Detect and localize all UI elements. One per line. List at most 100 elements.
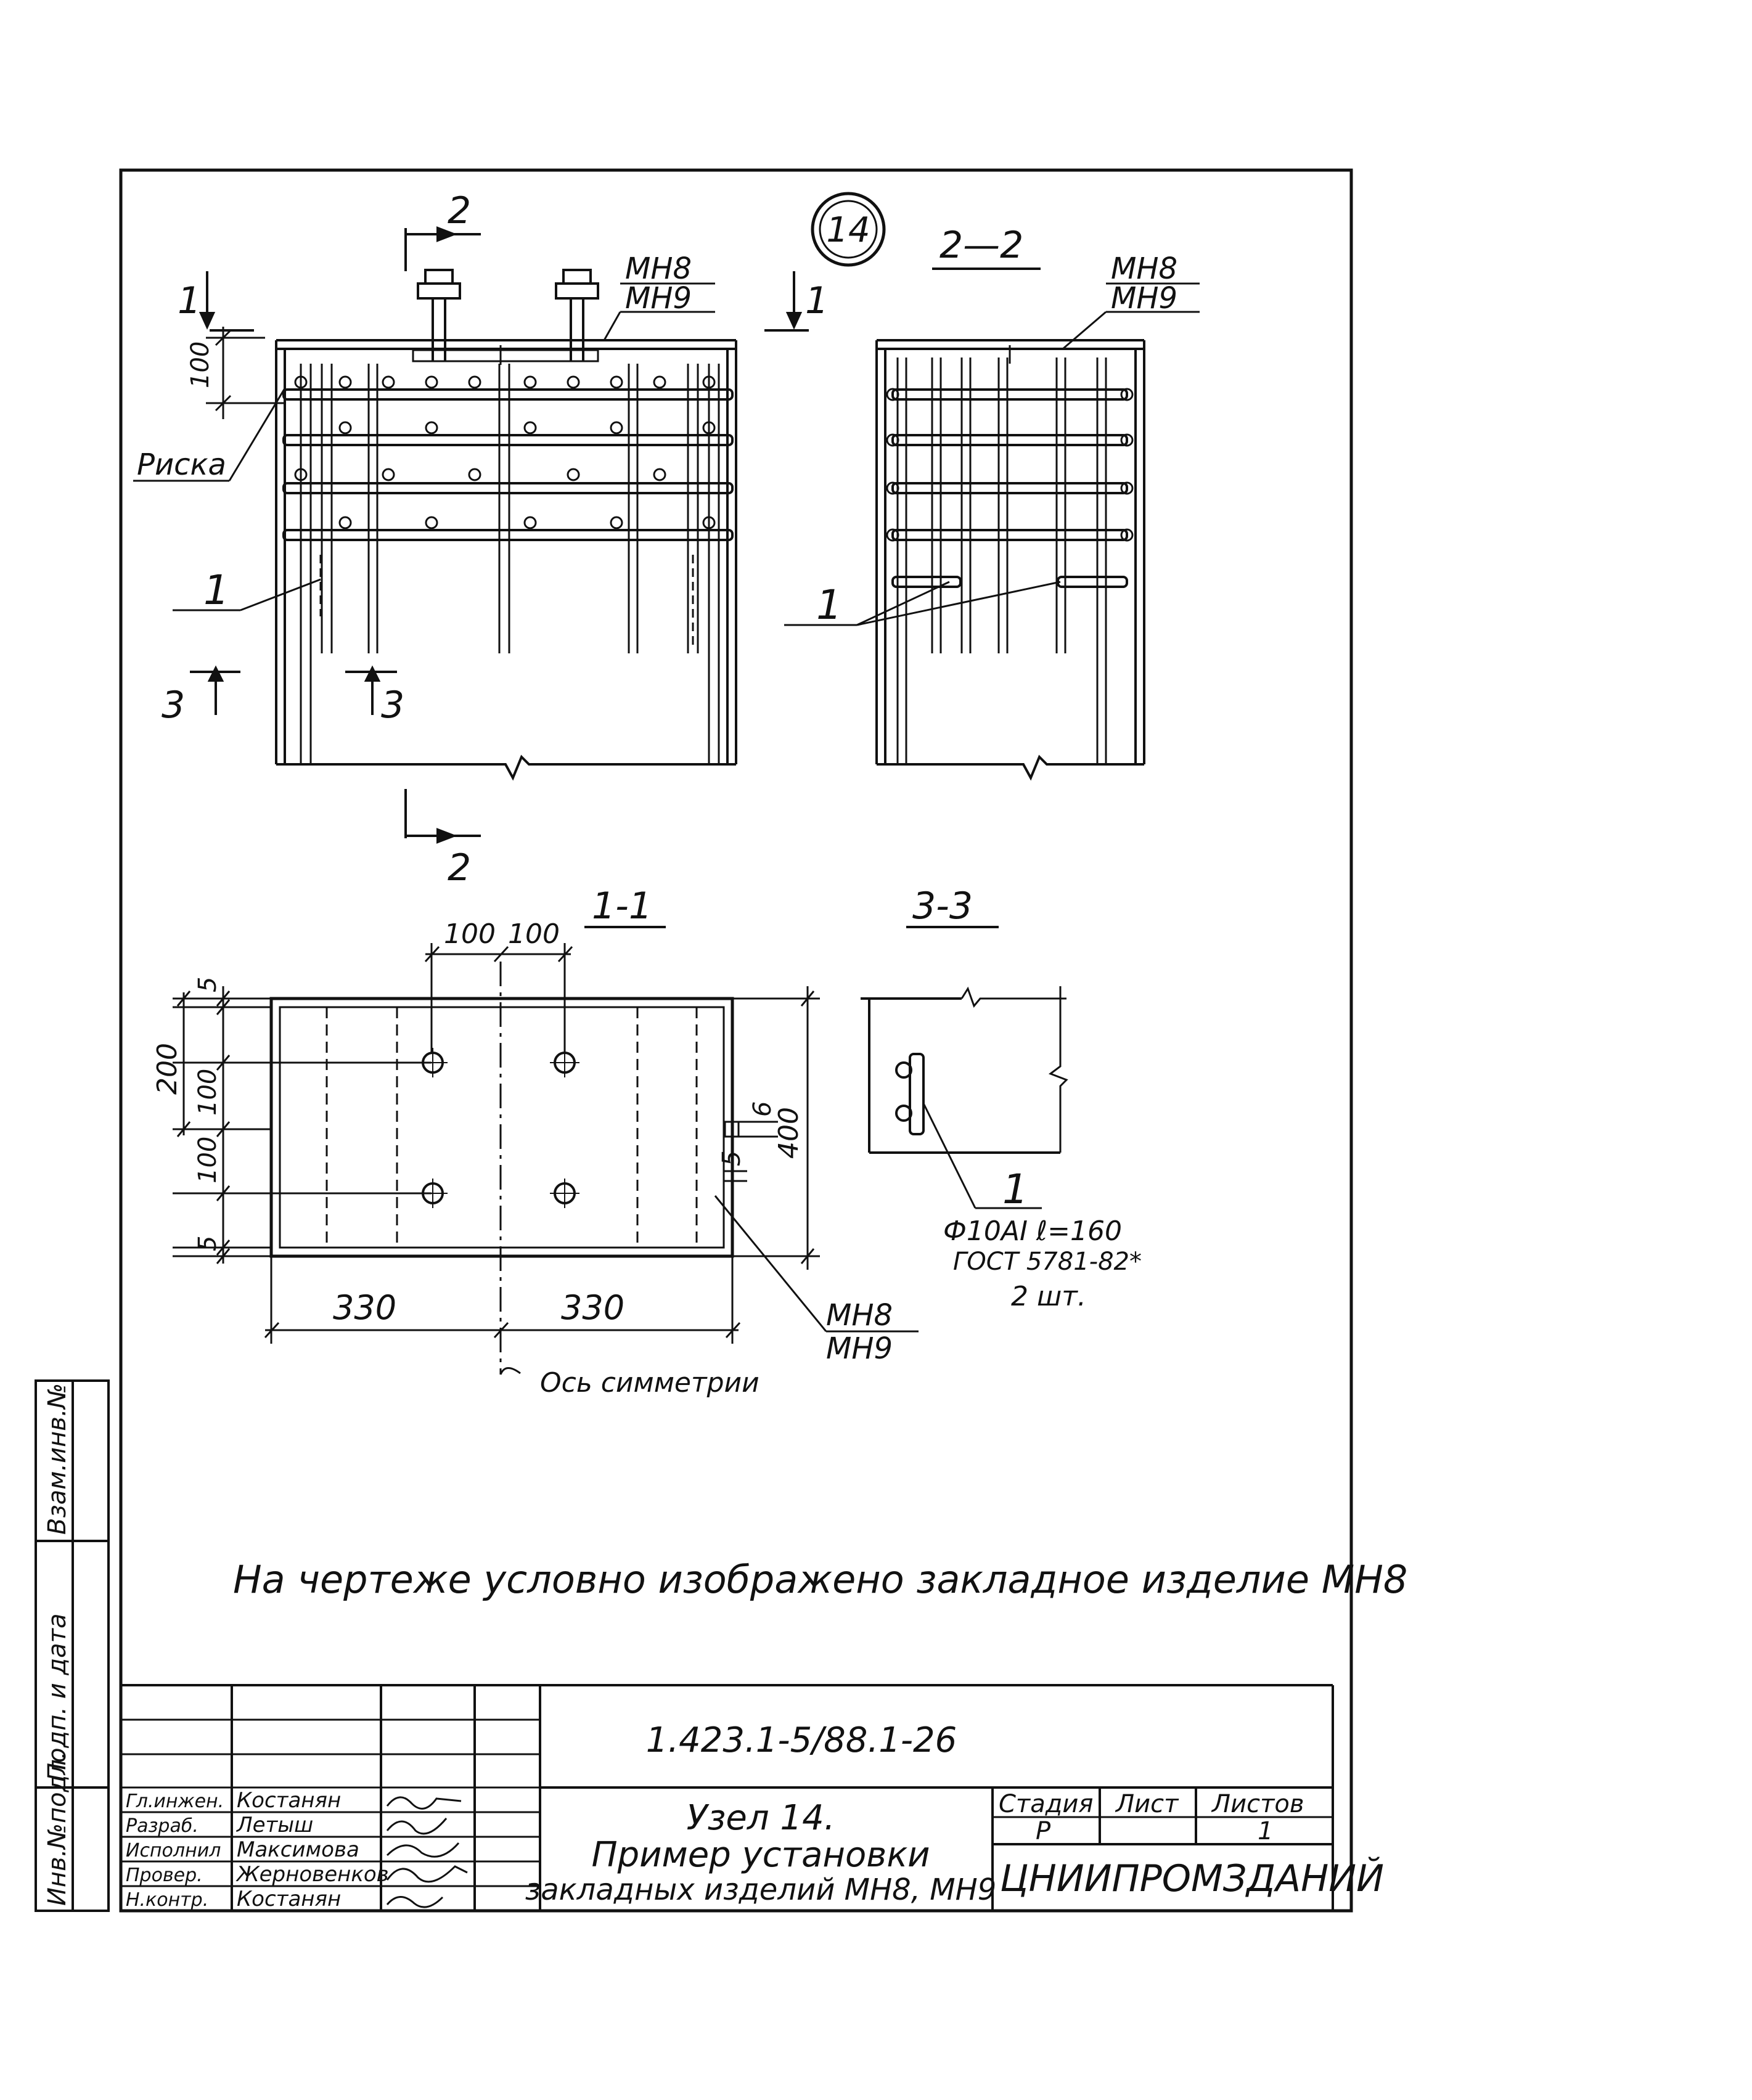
dim-right-stack (724, 986, 820, 1270)
section-3-3-view: 3-3 1 Ф10AI ℓ=160 ГОСТ 5781-82* 2 шт. (861, 885, 1142, 1312)
section-cut-1-marks (199, 271, 809, 332)
rebar-section-dot (653, 468, 666, 481)
mh9-label-section-2-2: МН9 (1111, 281, 1177, 316)
section-cut-1-right: 1 (805, 279, 829, 322)
plate-plan-outline (269, 997, 734, 1258)
section-1-1-title: 1-1 (592, 885, 652, 928)
anchor-bolts-front (417, 269, 599, 361)
rebar-section-dot (468, 468, 481, 481)
title-line3: закладных изделий МН8, МН9 (525, 1873, 997, 1907)
section-cut-2-top: 2 (448, 189, 471, 232)
vertical-rebars-front (300, 364, 720, 764)
rebar-section-dot (425, 375, 438, 389)
rebar-section-dot (702, 516, 716, 529)
rebar-section-dot (1120, 528, 1134, 542)
doc-code: 1.423.1-5/88.1-26 (646, 1720, 957, 1760)
section-2-2-outline (875, 339, 1145, 781)
leader-mh-plan (714, 1195, 919, 1333)
leader-item-1-section-2-2 (784, 581, 1061, 626)
rebar-section-dot (523, 516, 537, 529)
section-3-3-title: 3-3 (912, 885, 973, 928)
section-2-2-title: 2—2 (939, 224, 1023, 267)
organization: ЦНИИПРОМЗДАНИЙ (1000, 1857, 1384, 1900)
section-2-2-view: 2—2 (784, 224, 1200, 781)
dim-5-left-top: 5 (194, 977, 222, 992)
section-cut-1-left: 1 (178, 279, 201, 322)
dim-5-left-bottom: 5 (194, 1236, 222, 1251)
rebar-note-line1: Ф10AI ℓ=160 (943, 1215, 1122, 1247)
bolt-holes-plan (418, 1048, 579, 1208)
plate-plan-hidden-lines (325, 1007, 698, 1248)
section-2-2-dots (886, 388, 1134, 542)
dim-left-stack (173, 986, 432, 1264)
title-line1: Узел 14. (686, 1798, 835, 1838)
rebar-section-dot (702, 421, 716, 435)
signatures (386, 1796, 468, 1908)
dim-100-top-left: 100 (444, 918, 496, 950)
item-1-label-front: 1 (203, 566, 229, 614)
rebar-section-dot (523, 421, 537, 435)
section-3-3-outline (861, 986, 1068, 1154)
sheets-value: 1 (1258, 1817, 1273, 1845)
dim-100-left-lower: 100 (194, 1137, 222, 1183)
rebar-note-line2: ГОСТ 5781-82* (953, 1248, 1142, 1276)
dim-bottom-330-330 (264, 1256, 741, 1344)
rebar-section-dot (338, 375, 352, 389)
side-stamp-inv: Инв.№подл. (43, 1751, 72, 1906)
signer-name: Костанян (237, 1887, 341, 1911)
rebar-section-dot (886, 481, 899, 495)
rebar-section-dot (338, 421, 352, 435)
rebar-section-dot (425, 516, 438, 529)
rebar-section-dot (610, 421, 623, 435)
dim-330-left: 330 (333, 1288, 396, 1327)
signer-name: Максимова (237, 1837, 359, 1862)
rebar-section-dot (610, 516, 623, 529)
mh8-label-section-2-2: МН8 (1111, 251, 1177, 286)
dim-100-left-upper: 100 (194, 1069, 222, 1116)
rebar-section-dot (294, 468, 308, 481)
mh8-label-plan: МН8 (826, 1298, 893, 1333)
sheet-frame (119, 168, 1353, 1913)
rebar-section-dot (610, 375, 623, 389)
side-stamp-vzam: Взам.инв.№ (43, 1383, 72, 1535)
section-2-2-stirrups (891, 388, 1128, 588)
rebar-section-dot (382, 375, 395, 389)
rebar-section-dot (567, 468, 580, 481)
title-line2: Пример установки (591, 1835, 930, 1875)
dim-5-right: 5 (718, 1151, 746, 1166)
rebar-section-dot (886, 388, 899, 401)
front-view: 1 Риска МН8 МН9 100 (133, 189, 829, 889)
rebar-section-dot (425, 421, 438, 435)
rebar-dots-front (294, 375, 716, 529)
section-cut-2-marks (404, 226, 481, 844)
rebar-section-dot (702, 375, 716, 389)
mh8-label-front: МН8 (625, 251, 692, 286)
leader-mh-section-2-2 (1062, 282, 1200, 350)
rebar-section-dot (886, 528, 899, 542)
signer-role: Н.контр. (126, 1889, 208, 1911)
rebar-section-dot (523, 375, 537, 389)
rebar-section-dot (653, 375, 666, 389)
rebar-section-dot (468, 375, 481, 389)
rebar-section-dot (382, 468, 395, 481)
rebar-section-dot (886, 433, 899, 447)
section-2-2-rebars (896, 357, 1107, 764)
rebar-section-dot (294, 375, 308, 389)
dim-top-100-100 (424, 943, 573, 1053)
rebar-section-dot (1120, 388, 1134, 401)
leader-item-1-section-3-3 (922, 1103, 1042, 1209)
sheets-header: Листов (1211, 1790, 1304, 1818)
dim-400-right: 400 (773, 1107, 804, 1159)
embedded-plate-front (275, 339, 737, 365)
signer-name: Костанян (237, 1788, 341, 1813)
section-cut-3-right: 3 (381, 684, 404, 727)
dim-100-vertical (206, 327, 284, 419)
signer-role: Исполнил (126, 1840, 221, 1861)
signer-name: Летыш (235, 1813, 313, 1837)
side-stamp (35, 1379, 110, 1912)
column-outline-front (275, 340, 737, 781)
clip-bars-front (319, 555, 694, 647)
riska-label: Риска (137, 447, 226, 482)
rebar-section-dot (1120, 433, 1134, 447)
section-cut-3-marks (190, 665, 397, 715)
